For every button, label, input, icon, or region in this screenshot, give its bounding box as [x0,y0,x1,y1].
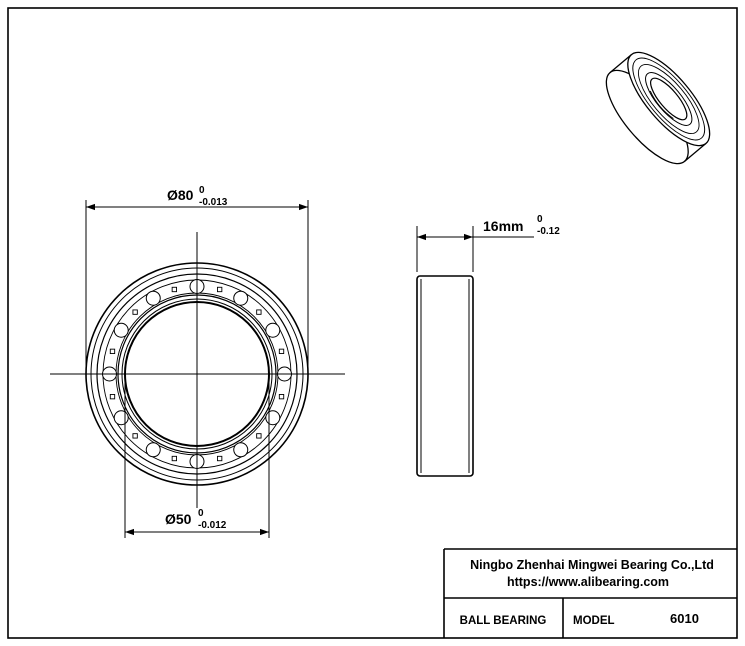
width-value: 16mm [483,218,523,234]
company-name: Ningbo Zhenhai Mingwei Bearing Co.,Ltd [470,558,714,572]
cage-rivet [109,348,116,354]
iso-inner-ring [645,72,693,126]
bearing-ball [265,410,281,426]
bearing-ball [113,322,129,338]
id-upper-tolerance: 0 [198,508,204,519]
id-symbol-value: Ø50 [165,511,192,527]
od-lower-tolerance: -0.013 [199,197,228,208]
drawing-border [7,7,738,639]
id-lower-tolerance: -0.012 [198,520,227,531]
iso-front-outer [627,51,711,147]
company-website: https://www.alibearing.com [507,575,669,589]
iso-top-edge [609,54,632,74]
iso-front-outer-chamfer [632,57,706,141]
bearing-ball [265,322,281,338]
iso-cage [638,64,700,134]
iso-bore-back [649,90,674,119]
cage-rivet [216,455,223,462]
width-lower-tolerance: -0.12 [537,226,560,237]
cage-rivet [216,286,223,293]
cage-rivet [256,309,262,315]
side-view-outline [416,275,474,477]
isometric-bearing-view [605,51,711,165]
bearing-ball [233,442,249,458]
od-upper-tolerance: 0 [199,185,205,196]
cage-rivet [109,394,116,400]
title-block: Ningbo Zhenhai Mingwei Bearing Co.,Ltd h… [443,548,737,638]
cage-rivet [171,455,177,462]
od-symbol-value: Ø80 [167,187,194,203]
iso-bore [650,77,688,121]
part-type: BALL BEARING [460,615,547,627]
cage-rivet [132,309,138,315]
cage-rivet [256,433,262,439]
cage-rivet [171,286,177,293]
cage-rivet [132,433,138,439]
iso-bottom-edge [684,142,707,162]
bearing-ball [233,290,249,306]
bearing-ball [145,290,161,306]
model-label: MODEL [573,615,615,627]
bearing-ball [145,442,161,458]
model-value: 6010 [670,611,699,626]
front-view: Ø80 0 -0.013 Ø50 0 -0.012 [50,185,345,538]
width-upper-tolerance: 0 [537,214,543,225]
cage-rivet [278,348,285,354]
side-view: 16mm 0 -0.12 [416,214,560,477]
bearing-ball [113,410,129,426]
cage-rivet [278,394,285,400]
